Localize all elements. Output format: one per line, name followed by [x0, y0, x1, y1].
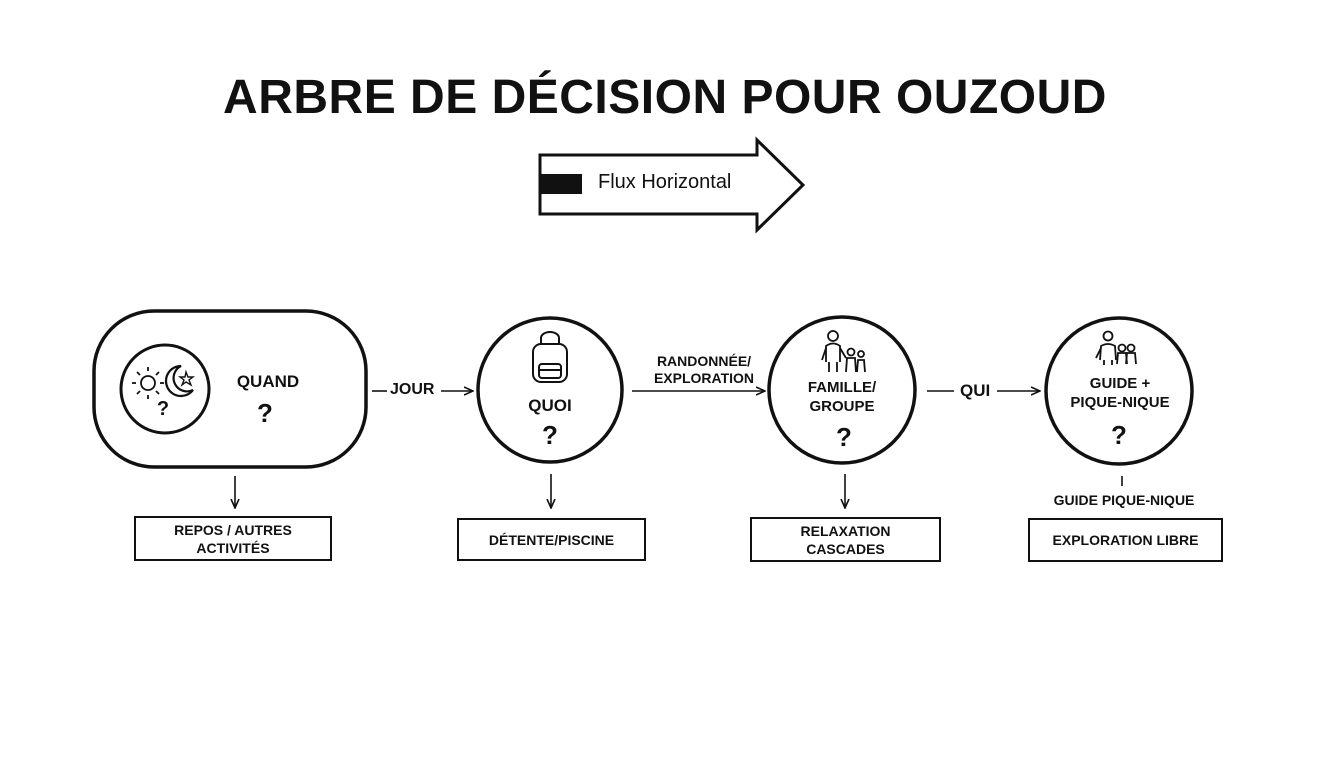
outcome-repos: REPOS / AUTRES ACTIVITÉS [134, 516, 332, 561]
quand-question: ? [257, 398, 273, 428]
outcome-repos-line1: REPOS / AUTRES [174, 521, 292, 538]
edge-label-randonnee-line2: EXPLORATION [653, 370, 755, 386]
quoi-node-shape [476, 316, 624, 464]
edge-label-randonnee: RANDONNÉE/ EXPLORATION [640, 353, 768, 387]
legend-swatch [540, 174, 582, 194]
outcome-relaxation: RELAXATION CASCADES [750, 517, 941, 562]
guide-label-line2: PIQUE-NIQUE [1070, 394, 1170, 411]
outcome-relaxation-line2: CASCADES [806, 540, 885, 557]
outcome-exploration: EXPLORATION LIBRE [1028, 518, 1223, 562]
outcome-exploration-label: EXPLORATION LIBRE [1052, 532, 1199, 548]
outcome-repos-line2: ACTIVITÉS [196, 539, 270, 556]
family-icon [1095, 330, 1137, 365]
outcome-detente: DÉTENTE/PISCINE [457, 518, 646, 561]
edge-label-guide-pique-nique: GUIDE PIQUE-NIQUE [1053, 492, 1195, 508]
outcome-detente-label: DÉTENTE/PISCINE [488, 531, 615, 548]
quoi-label: QUOI [528, 396, 572, 415]
backpack-icon [532, 331, 568, 383]
family-icon [821, 330, 866, 373]
page-title: ARBRE DE DÉCISION POUR OUZOUD [223, 71, 1107, 124]
sun-moon-icon [132, 364, 196, 399]
guide-label: GUIDE + PIQUE-NIQUE [1060, 374, 1180, 412]
famille-label: FAMILLE/ GROUPE [790, 378, 894, 416]
outcome-relaxation-line1: RELAXATION [800, 522, 891, 539]
famille-label-line2: GROUPE [809, 398, 875, 415]
quand-icon-question: ? [156, 398, 170, 420]
guide-label-line1: GUIDE + [1089, 375, 1151, 392]
famille-label-line1: FAMILLE/ [807, 379, 877, 396]
quoi-question: ? [542, 420, 558, 450]
edge-label-randonnee-line1: RANDONNÉE/ [656, 353, 752, 369]
edge-label-qui: QUI [960, 381, 991, 400]
guide-node-shape [1044, 316, 1194, 466]
famille-question: ? [836, 422, 852, 452]
famille-node-shape [767, 315, 917, 465]
quand-label: QUAND [236, 372, 300, 391]
edge-label-jour: JOUR [390, 381, 435, 398]
guide-question: ? [1111, 420, 1127, 450]
legend-label: Flux Horizontal [598, 171, 732, 193]
legend-arrow [538, 136, 806, 234]
